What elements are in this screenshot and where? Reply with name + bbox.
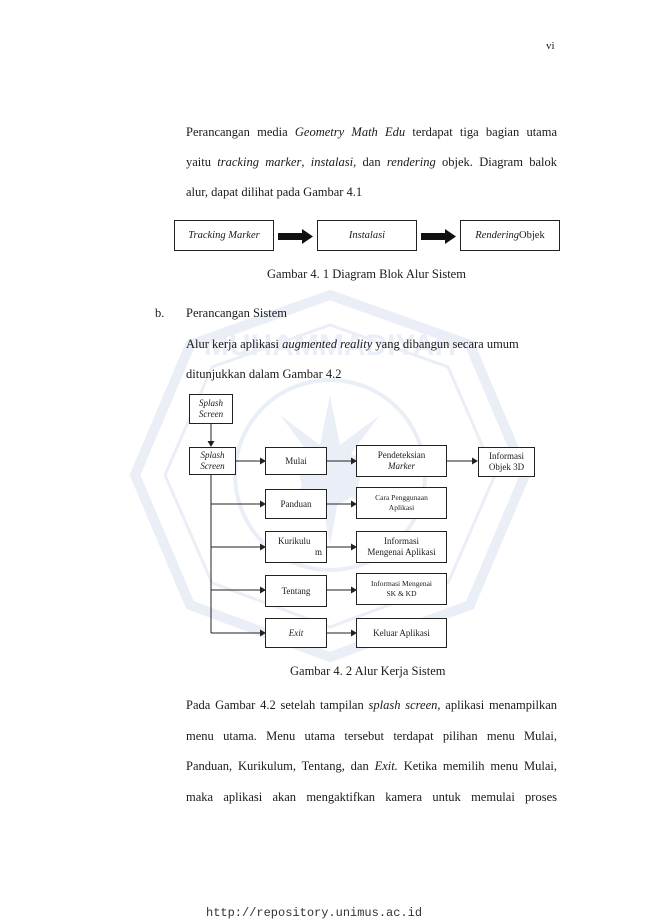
figure-caption-4-1: Gambar 4. 1 Diagram Blok Alur Sistem	[267, 267, 466, 281]
section-marker: b.	[155, 306, 165, 320]
page-number: vi	[546, 40, 555, 52]
closing-line-1: Pada Gambar 4.2 setelah tampilan splash …	[186, 698, 557, 712]
section-paragraph-line-2: ditunjukkan dalam Gambar 4.2	[186, 367, 342, 381]
repository-url[interactable]: http://repository.unimus.ac.id	[206, 906, 423, 920]
figure-caption-4-2: Gambar 4. 2 Alur Kerja Sistem	[290, 664, 446, 678]
keluar-aplikasi-box: Keluar Aplikasi	[356, 618, 447, 648]
mulai-box: Mulai	[265, 447, 327, 475]
thick-arrow-2	[421, 229, 456, 244]
closing-line-2: menu utama. Menu utama tersebut terdapat…	[186, 729, 557, 743]
intro-line-2: yaitu tracking marker, instalasi, dan re…	[186, 155, 557, 169]
panduan-box: Panduan	[265, 489, 327, 519]
rendering-objek-box: Rendering Objek	[460, 220, 560, 251]
tracking-marker-box: Tracking Marker	[174, 220, 274, 251]
section-paragraph-line-1: Alur kerja aplikasi augmented reality ya…	[186, 337, 519, 351]
intro-line-1: Perancangan media Geometry Math Edu terd…	[186, 125, 558, 139]
closing-line-3: Panduan, Kurikulum, Tentang, dan Exit. K…	[186, 759, 557, 773]
exit-box: Exit	[265, 618, 327, 648]
intro-line-3: alur, dapat dilihat pada Gambar 4.1	[186, 185, 363, 199]
instalasi-box: Instalasi	[317, 220, 417, 251]
section-title: Perancangan Sistem	[186, 306, 288, 320]
thick-arrow-1	[278, 229, 313, 244]
closing-line-4: maka aplikasi akan mengaktifkan kamera u…	[186, 790, 557, 804]
tentang-box: Tentang	[265, 575, 327, 607]
